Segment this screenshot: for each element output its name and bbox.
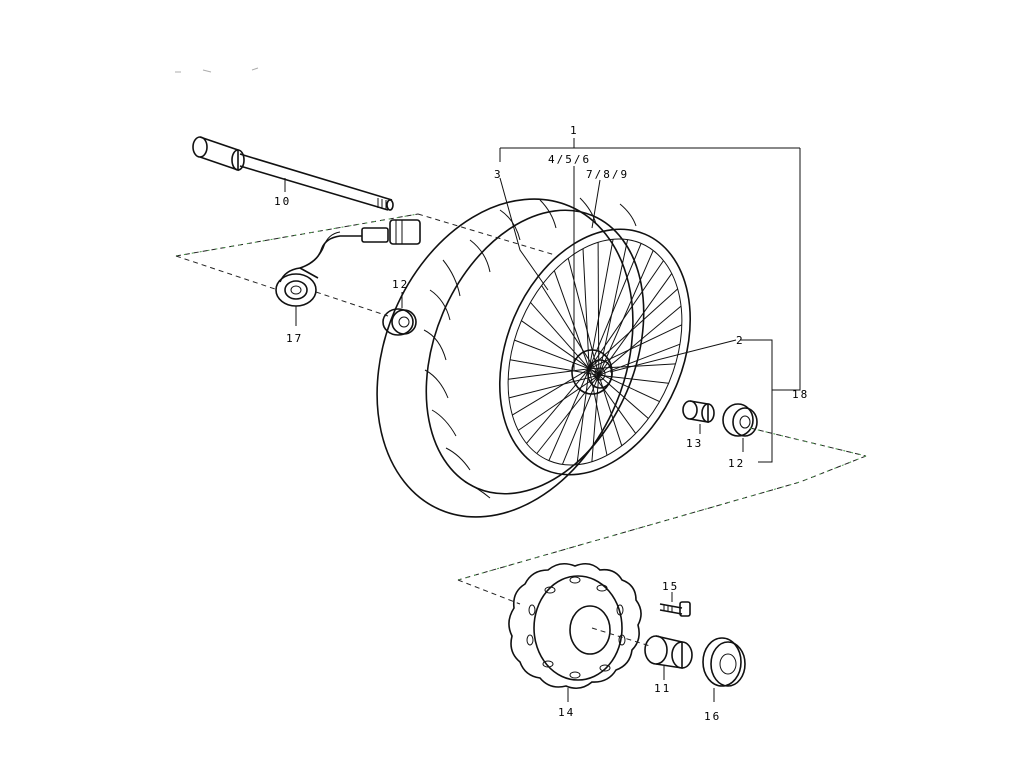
spoke bbox=[561, 375, 600, 465]
speed-sensor-part-17 bbox=[275, 219, 421, 326]
callout-12-left: 12 bbox=[392, 278, 409, 291]
callout-brackets bbox=[499, 138, 801, 463]
scan-marks bbox=[175, 67, 259, 73]
bolt-part-15 bbox=[659, 592, 691, 617]
spoke bbox=[508, 374, 599, 399]
callout-7-8-9: 7/8/9 bbox=[586, 168, 629, 181]
callout-labels: 1 4/5/6 7/8/9 3 10 12 17 2 18 13 12 15 1… bbox=[274, 124, 809, 723]
callout-1: 1 bbox=[570, 124, 579, 137]
oil-seal-part-16 bbox=[702, 637, 746, 702]
callout-17: 17 bbox=[286, 332, 303, 345]
callout-2: 2 bbox=[736, 334, 745, 347]
spoke bbox=[526, 368, 590, 444]
spoke bbox=[591, 375, 600, 462]
spoke bbox=[598, 250, 654, 376]
callout-15: 15 bbox=[662, 580, 679, 593]
spoke bbox=[512, 368, 590, 416]
spoke bbox=[582, 248, 590, 369]
spoke bbox=[598, 374, 669, 384]
spoke bbox=[536, 374, 600, 454]
spoke bbox=[541, 285, 600, 376]
spoke bbox=[588, 288, 679, 370]
spoke bbox=[598, 239, 629, 376]
brake-disc-part-14 bbox=[508, 562, 642, 702]
bearing-left-part-12 bbox=[382, 292, 417, 336]
spoke bbox=[567, 258, 600, 376]
callout-3: 3 bbox=[494, 168, 503, 181]
spoke bbox=[514, 339, 590, 370]
wheel-spokes bbox=[508, 239, 683, 465]
callout-14: 14 bbox=[558, 706, 575, 719]
bearing-right-part-12 bbox=[722, 403, 758, 452]
spoke bbox=[588, 239, 614, 369]
spoke bbox=[588, 324, 683, 370]
callout-18: 18 bbox=[792, 388, 809, 401]
spoke bbox=[598, 374, 649, 419]
spoke bbox=[588, 260, 664, 370]
spoke bbox=[598, 305, 682, 376]
axle-part-10 bbox=[192, 136, 394, 211]
spoke bbox=[597, 242, 600, 376]
spoke bbox=[576, 368, 590, 465]
spoke bbox=[521, 320, 600, 376]
spoke bbox=[548, 368, 590, 461]
spoke bbox=[530, 302, 590, 370]
spoke bbox=[518, 374, 600, 431]
callout-12-right: 12 bbox=[728, 457, 745, 470]
callout-13: 13 bbox=[686, 437, 703, 450]
assembly-dash-lines bbox=[175, 213, 867, 647]
callout-4-5-6: 4/5/6 bbox=[548, 153, 591, 166]
spoke bbox=[508, 368, 590, 380]
spoke bbox=[588, 243, 642, 369]
collar-part-11 bbox=[644, 635, 693, 680]
callout-10: 10 bbox=[274, 195, 291, 208]
wheel-assembly bbox=[376, 197, 692, 518]
callout-16: 16 bbox=[704, 710, 721, 723]
spacer-part-13 bbox=[682, 400, 715, 434]
spoke bbox=[509, 359, 599, 376]
callout-11: 11 bbox=[654, 682, 671, 695]
